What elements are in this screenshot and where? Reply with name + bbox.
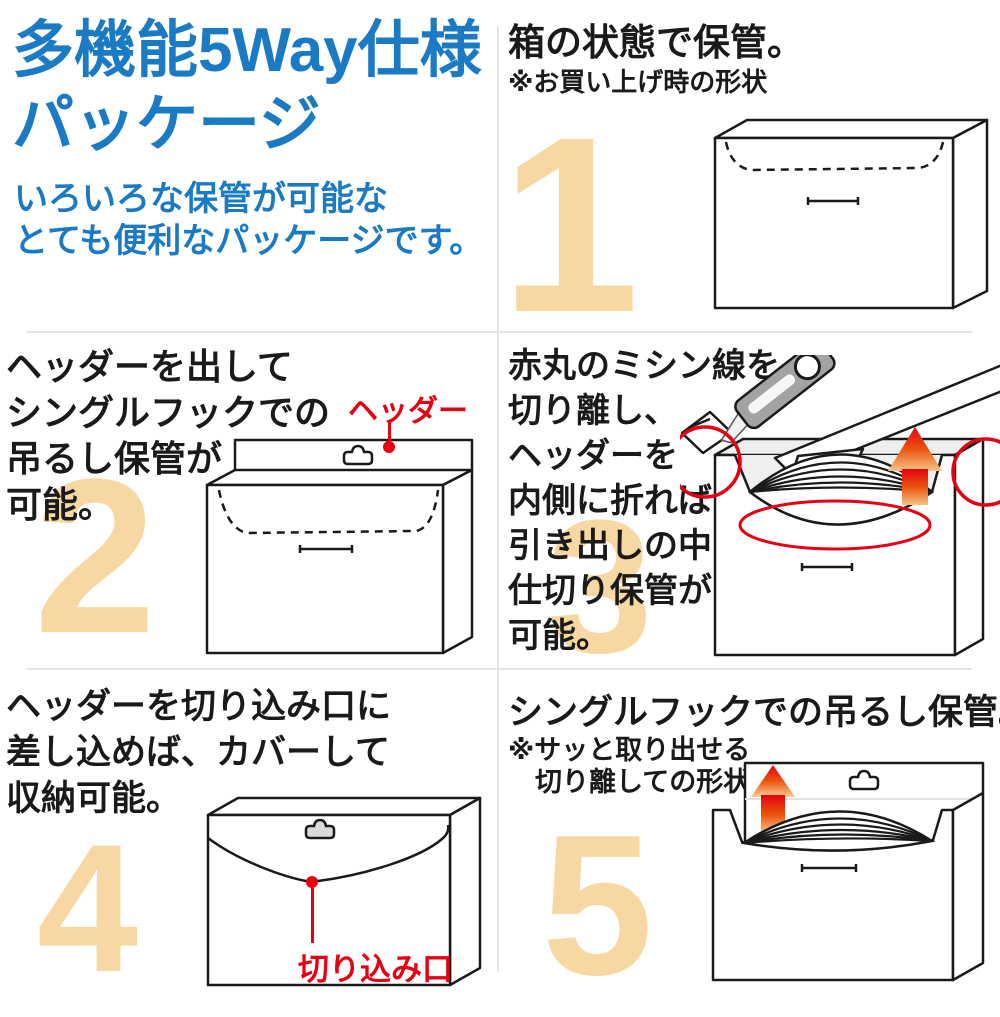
box-side-face	[951, 791, 985, 982]
section2-line3: 吊るし保管が	[6, 438, 223, 479]
row-divider-2	[27, 668, 972, 670]
step-number-4: 4	[36, 806, 139, 1010]
section3-line5: 引き出しの中で	[508, 527, 746, 565]
step-number-5: 5	[541, 794, 654, 1017]
section5-note-line1: ※サッと取り出せる	[508, 735, 751, 765]
red-circle-right	[951, 437, 1000, 507]
hang-hole-tab-icon	[304, 818, 336, 840]
closed-box-illustration	[713, 118, 989, 310]
box-top-face	[713, 118, 989, 140]
covered-box-illustration	[206, 796, 482, 987]
slit-mark	[298, 545, 354, 553]
section3-line2: 切り離し、	[508, 392, 678, 430]
box-side-face	[448, 796, 482, 987]
page-title-line1: 多機能5Way仕様	[12, 16, 482, 85]
section4-line2: 差し込めば、カバーして	[6, 733, 390, 772]
paper-fan	[740, 810, 936, 852]
box-front-face	[206, 813, 452, 987]
cutter-hole	[793, 355, 821, 381]
page-title-line2: パッケージ	[12, 90, 321, 159]
hang-hole-icon	[848, 769, 880, 791]
header-callout-label: ヘッダー	[348, 395, 468, 428]
slit-mark	[800, 864, 858, 872]
box-front-face	[205, 483, 445, 655]
section3-text: 赤丸のミシン線を 切り離し、 ヘッダーを 内側に折れば 引き出しの中で 仕切り保…	[508, 344, 780, 659]
up-arrow-icon	[888, 427, 942, 505]
box-side-face	[441, 468, 474, 655]
section3-line4: 内側に折れば	[508, 482, 712, 520]
box-side-face	[953, 437, 985, 657]
slit-mark	[806, 197, 860, 205]
step-number-1: 1	[500, 85, 640, 364]
cutter-icon	[720, 355, 836, 444]
section2-line4: 可能。	[6, 484, 115, 525]
slot-callout-label: 切り込み口	[298, 952, 453, 987]
row-divider-1	[27, 331, 972, 333]
section4-text: ヘッダーを切り込み口に 差し込めば、カバーして 収納可能。	[6, 684, 391, 822]
section4-line1: ヘッダーを切り込み口に	[6, 687, 392, 726]
box-top-face	[205, 468, 474, 487]
page-title: 多機能5Way仕様 パッケージ	[12, 14, 482, 162]
red-ellipse-highlight	[738, 499, 932, 551]
callout-line	[388, 420, 391, 444]
perforation-dashed-line	[217, 489, 440, 535]
section2-line1: ヘッダーを出して	[6, 346, 293, 387]
cutter-slider-groove	[748, 374, 796, 414]
hang-hole-icon	[342, 444, 374, 466]
step-number-2: 2	[33, 433, 157, 679]
column-divider	[497, 26, 499, 972]
slit-mark	[800, 563, 854, 571]
box-side-face	[951, 118, 989, 310]
page-subtitle: いろいろな保管が可能な とても便利なパッケージです。	[14, 178, 483, 262]
callout-line	[311, 888, 314, 943]
step-number-3: 3	[547, 481, 653, 693]
box-top-face	[206, 796, 482, 817]
section5-heading: シングルフックでの吊るし保管。	[508, 693, 1000, 732]
section3-line6: 仕切り保管が	[508, 572, 712, 610]
section3-line3: ヘッダーを	[508, 437, 678, 475]
red-dot-icon	[306, 876, 318, 888]
cutter-handle	[734, 355, 836, 430]
section1-heading: 箱の状態で保管。	[508, 22, 804, 63]
section4-line3: 収納可能。	[6, 779, 182, 818]
header-box-illustration	[205, 438, 474, 655]
section3-line7: 可能。	[508, 617, 610, 655]
section3-line1: 赤丸のミシン線を	[508, 347, 780, 385]
page-subtitle-line1: いろいろな保管が可能な	[14, 180, 388, 218]
hanging-box-illustration	[711, 761, 985, 982]
section1-note: ※お買い上げ時の形状	[508, 67, 768, 97]
section5-note-line2: 切り離しての形状	[535, 767, 751, 797]
red-circle-left	[680, 425, 742, 499]
cutting-header-illustration	[680, 355, 1000, 657]
box-front-face	[713, 136, 955, 310]
cover-flap-edge	[207, 824, 450, 887]
page-subtitle-line2: とても便利なパッケージです。	[14, 222, 484, 260]
red-dot-icon	[383, 441, 395, 453]
section2-text: ヘッダーを出して シングルフックでの 吊るし保管が 可能。	[6, 344, 330, 528]
section2-line2: シングルフックでの	[6, 392, 331, 433]
up-arrow-icon	[751, 765, 795, 835]
